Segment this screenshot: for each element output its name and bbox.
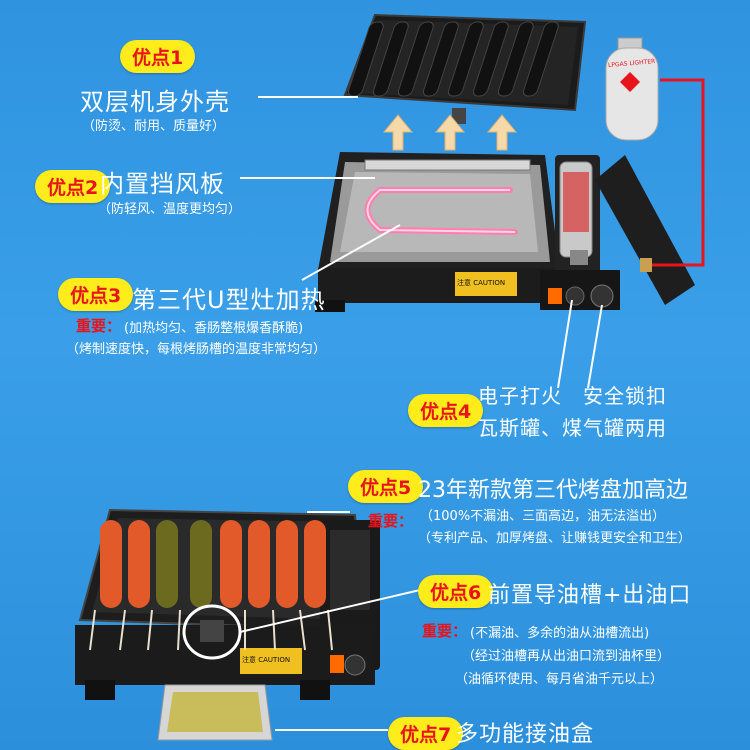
sub-oil-channel-2: （经过油槽再从出油口流到油杯里） — [462, 649, 671, 664]
sub-new-tray-2: （专利产品、加厚烤盘、让赚钱更安全和卫生） — [418, 531, 692, 546]
badge-advantage-2: 优点2 — [35, 170, 111, 203]
title-ignition-lock: 电子打火 安全锁扣 — [478, 384, 667, 408]
caution-text-bottom: 注意 CAUTION — [242, 656, 291, 664]
knob-ignition — [565, 286, 585, 306]
sub-oil-channel-1: (不漏油、多余的油从油槽流出) — [470, 626, 650, 641]
sub-oil-channel-3: （油循环使用、每月省油千元以上） — [455, 672, 664, 687]
badge-advantage-4: 优点4 — [408, 394, 484, 427]
title-u-burner: 第三代U型灶加热 — [132, 286, 326, 314]
badge-advantage-6: 优点6 — [418, 575, 494, 608]
badge-advantage-1: 优点1 — [120, 40, 196, 73]
badge-advantage-7: 优点7 — [388, 717, 464, 750]
caution-label-top — [455, 272, 517, 296]
sub-u-burner-1: (加热均匀、香肠整根爆香酥脆) — [124, 321, 304, 336]
gas-bottle — [605, 37, 659, 141]
important-label-5: 重要： — [368, 512, 414, 530]
top-grill-illustration — [315, 13, 705, 312]
sub-wind-shield: （防轻风、温度更均匀） — [98, 202, 242, 217]
sub-u-burner-2: （烤制速度快，每根烤肠槽的温度非常均匀） — [66, 342, 327, 357]
gas-cartridge — [559, 161, 593, 265]
caution-label-bottom — [240, 648, 302, 674]
important-label-3: 重要： — [76, 317, 122, 335]
important-label-6: 重要： — [422, 622, 468, 640]
sub-new-tray-1: （100%不漏油、三面高边，油无法溢出） — [420, 509, 666, 524]
badge-advantage-5: 优点5 — [348, 470, 424, 503]
gas-line — [650, 78, 705, 267]
badge-advantage-3: 优点3 — [58, 278, 134, 311]
skewers — [89, 609, 333, 651]
sub-double-shell: （防烫、耐用、质量好） — [82, 119, 226, 134]
title-gas-dual: 瓦斯罐、煤气罐两用 — [478, 416, 667, 440]
title-oil-box: 多功能接油盒 — [456, 722, 595, 747]
oil-box — [157, 684, 273, 741]
title-oil-channel: 前置导油槽+出油口 — [488, 583, 692, 608]
u-burner-glow — [366, 189, 516, 233]
heat-arrows — [382, 114, 518, 151]
lid-grooves — [347, 21, 559, 97]
title-double-shell: 双层机身外壳 — [80, 88, 230, 116]
caution-text-top: 注意 CAUTION — [457, 279, 506, 287]
title-new-tray: 23年新款第三代烤盘加高边 — [418, 478, 688, 503]
wind-shield — [364, 159, 531, 171]
bottom-grill-illustration — [75, 508, 421, 741]
sausages — [100, 520, 326, 608]
knob-lock — [590, 284, 614, 308]
title-wind-shield: 内置挡风板 — [100, 170, 225, 198]
